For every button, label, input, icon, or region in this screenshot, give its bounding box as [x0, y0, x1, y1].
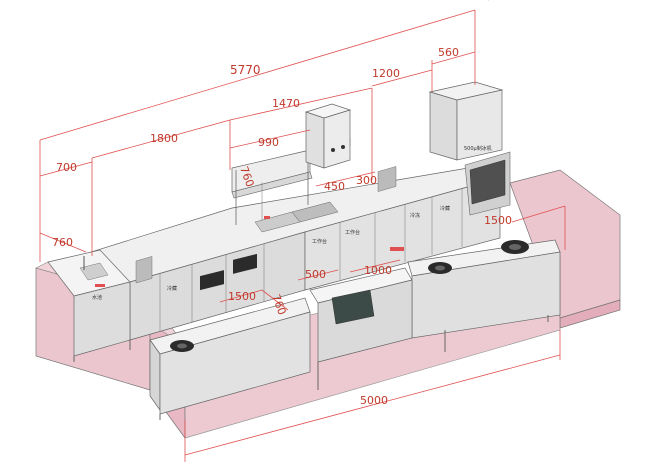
dim-rack-width: 1470: [272, 97, 300, 110]
sink-text: 水池: [92, 294, 102, 301]
left-sink-station: 水池: [47, 249, 131, 357]
dimension-lines: [39, 9, 566, 462]
dim-ice-width: 560: [438, 46, 459, 59]
red-markers: [95, 216, 404, 287]
dim-right-depth: 1500: [484, 214, 512, 227]
induction-cooktops: [170, 240, 529, 352]
work-text-1: 工作台: [312, 238, 327, 245]
fridge-text-5: 冷藏: [440, 205, 450, 212]
ice-machine: 500μ制冰机: [428, 0, 511, 216]
ice-machine-brand: 500μ制冰机: [464, 145, 492, 152]
front-counter: [73, 239, 561, 420]
counter-legs: [73, 315, 549, 420]
dim-left-depth: 760: [52, 236, 73, 249]
dim-ice-section: 1200: [372, 67, 400, 80]
dim-overall: 5770: [230, 63, 261, 77]
dim-sink-300: 300: [356, 174, 377, 187]
dim-gap-500: 500: [305, 268, 326, 281]
work-text-2: 工作台: [345, 229, 360, 236]
fridge-text-1: 冷藏: [167, 285, 177, 292]
dim-mid-1000: 1000: [364, 264, 392, 277]
fridge-doors: [159, 189, 463, 331]
dim-front-1500: 1500: [228, 290, 256, 303]
dim-left-run: 1800: [150, 132, 178, 145]
fridge-text-4: 冷冻: [410, 212, 420, 219]
water-boiler: [304, 103, 352, 169]
dim-left-end: 700: [56, 161, 77, 174]
dim-bottom: 5000: [360, 394, 388, 407]
dim-rack-segment: 990: [258, 136, 279, 149]
dim-sink-450: 450: [324, 180, 345, 193]
